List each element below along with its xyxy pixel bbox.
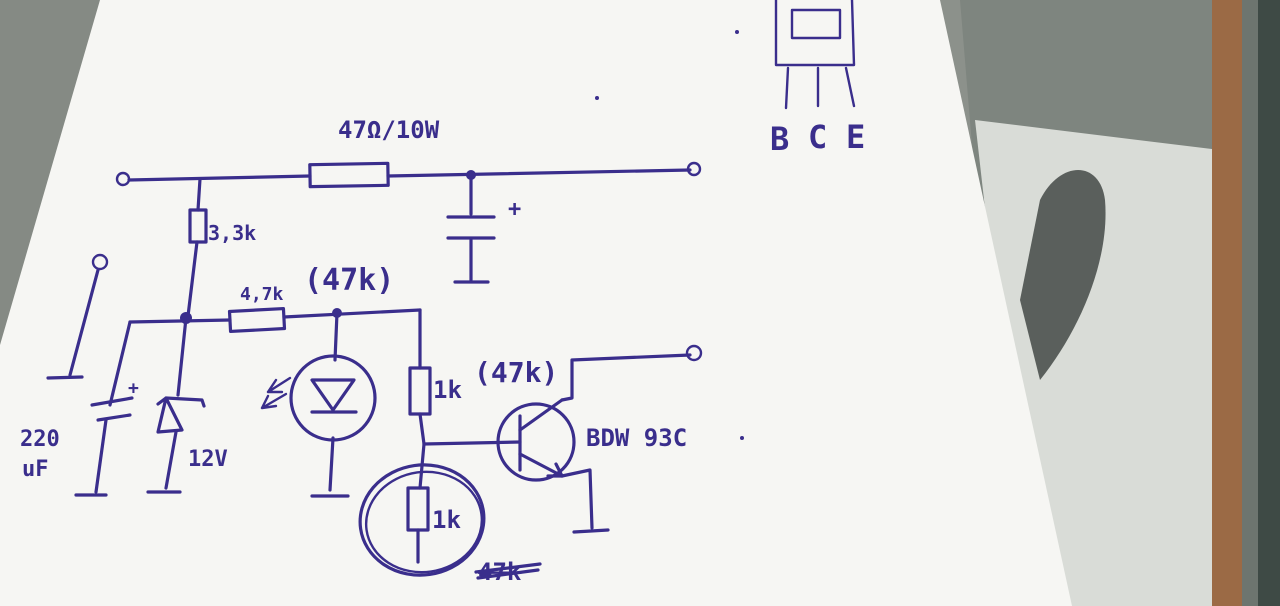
base-pulldown-label: 1k	[432, 506, 461, 534]
base-line	[422, 440, 522, 446]
filter-capacitor-plus: +	[128, 378, 139, 399]
zener-diode: 12V	[146, 396, 228, 494]
base-pulldown-resistor: 1k 47k	[358, 442, 542, 586]
stray-marks	[595, 30, 744, 440]
series-resistor-label: 4,7k	[240, 284, 284, 305]
base-feed-resistor-alt-label: (47k)	[474, 356, 558, 389]
zener-voltage-label: 12V	[188, 447, 228, 472]
power-resistor	[308, 161, 390, 189]
filter-capacitor-value: 220	[20, 427, 60, 452]
output-capacitor: +	[446, 173, 521, 284]
capacitor-plus-label: +	[508, 197, 521, 222]
pin-e-label: E	[846, 118, 865, 156]
pin-b-label: B	[770, 120, 789, 158]
power-resistor-label: 47Ω/10W	[338, 116, 440, 144]
filter-capacitor-unit: uF	[22, 457, 49, 482]
top-rail: 47Ω/10W	[115, 116, 702, 189]
filter-capacitor: + 220 uF	[20, 378, 139, 497]
bias-resistor-branch: 3,3k	[186, 177, 256, 318]
paper-sheet	[0, 0, 1072, 606]
base-feed-resistor-label: 1k	[433, 376, 462, 404]
series-resistor: 4,7k (47k)	[227, 263, 422, 333]
central-node	[108, 312, 232, 407]
transistor: BDW 93C	[496, 344, 703, 534]
transistor-pinout-sketch: B C E	[770, 0, 865, 158]
series-resistor-alt-label: (47k)	[304, 263, 394, 298]
base-feed-resistor: 1k (47k)	[408, 308, 558, 446]
transistor-label: BDW 93C	[586, 424, 687, 452]
input-terminal	[46, 253, 109, 380]
bias-resistor-label: 3,3k	[208, 221, 256, 245]
pin-c-label: C	[808, 118, 827, 156]
led	[260, 311, 377, 498]
